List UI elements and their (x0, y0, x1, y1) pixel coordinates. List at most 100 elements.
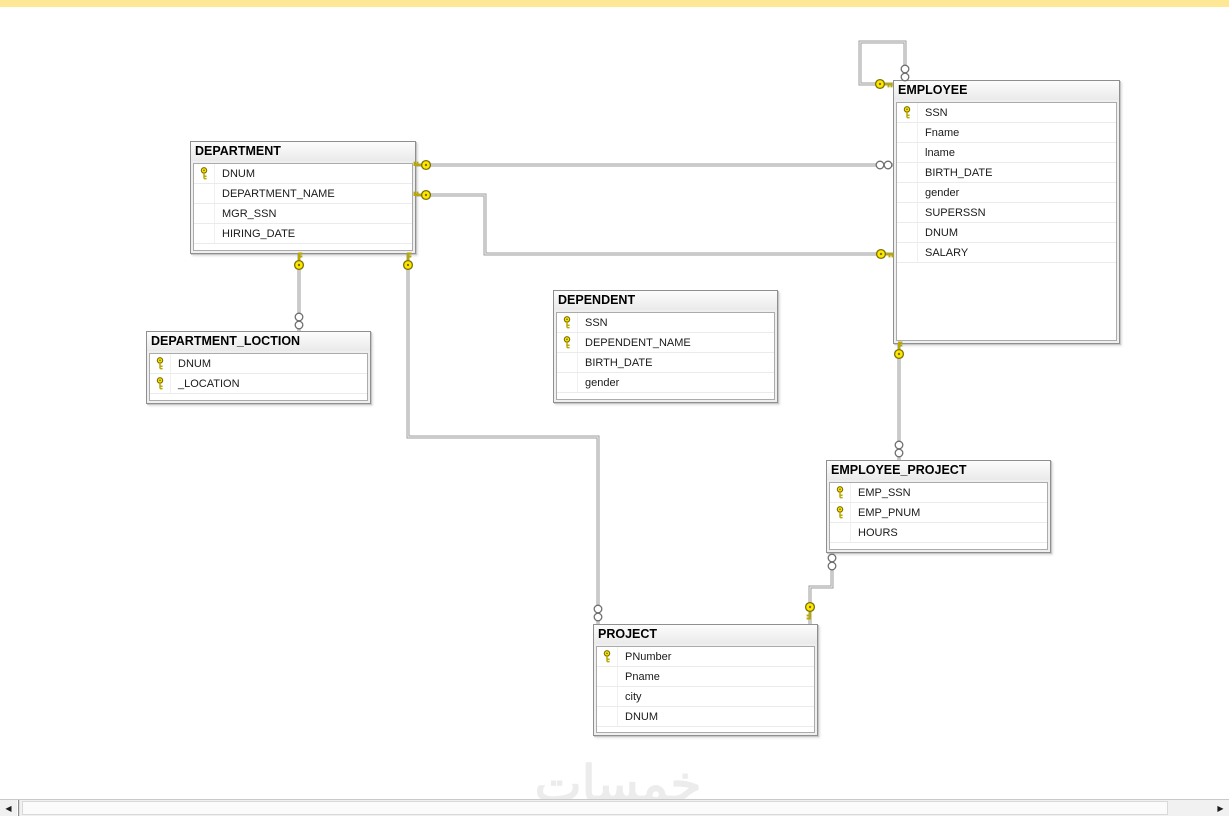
key-cell-empty (897, 183, 918, 202)
relationship-key-icon (413, 159, 432, 171)
column-row[interactable]: SSN (557, 313, 774, 333)
table-employee-project[interactable]: EMPLOYEE_PROJECT EMP_SSN EMP_PNUM HOURS (826, 460, 1051, 553)
key-cell-empty (194, 184, 215, 203)
table-title-department[interactable]: DEPARTMENT (191, 142, 415, 161)
relationship-key-icon (293, 252, 305, 271)
table-title-employee-project[interactable]: EMPLOYEE_PROJECT (827, 461, 1050, 480)
primary-key-cell (557, 313, 578, 332)
column-row[interactable]: Fname (897, 123, 1116, 143)
column-name: EMP_SSN (858, 486, 911, 499)
column-name: Fname (925, 126, 960, 139)
column-row[interactable]: SUPERSSN (897, 203, 1116, 223)
column-row[interactable]: HIRING_DATE (194, 224, 412, 244)
scroll-right-button[interactable]: ▶ (1212, 800, 1229, 816)
column-row[interactable]: lname (897, 143, 1116, 163)
horizontal-scrollbar[interactable]: ◀ ▶ (0, 799, 1229, 816)
column-row[interactable]: SSN (897, 103, 1116, 123)
scrollbar-splitter-handle[interactable] (17, 800, 20, 816)
column-row[interactable]: HOURS (830, 523, 1047, 543)
rel-project-employee-project[interactable] (808, 553, 834, 624)
column-row[interactable]: SALARY (897, 243, 1116, 263)
table-title-employee[interactable]: EMPLOYEE (894, 81, 1119, 100)
relationship-many-icon (900, 64, 910, 82)
column-row[interactable]: DEPARTMENT_NAME (194, 184, 412, 204)
column-name: DNUM (925, 226, 958, 239)
primary-key-cell (150, 354, 171, 373)
column-name: DEPENDENT_NAME (585, 336, 691, 349)
primary-key-icon (200, 167, 207, 180)
column-name: DEPARTMENT_NAME (222, 187, 335, 200)
primary-key-icon (603, 650, 610, 663)
scrollbar-thumb[interactable] (22, 801, 1168, 815)
column-row[interactable]: DNUM (194, 164, 412, 184)
column-row[interactable]: _LOCATION (150, 374, 367, 394)
column-name: SUPERSSN (925, 206, 986, 219)
column-row[interactable]: PNumber (597, 647, 814, 667)
relationship-key-icon (804, 601, 816, 620)
column-name: SSN (585, 316, 608, 329)
key-cell-empty (597, 707, 618, 726)
table-title-department-loction[interactable]: DEPARTMENT_LOCTION (147, 332, 370, 351)
column-row[interactable]: DNUM (150, 354, 367, 374)
column-row[interactable]: DNUM (597, 707, 814, 727)
relationship-key-icon (893, 341, 905, 360)
column-name: HOURS (858, 526, 898, 539)
key-cell-empty (897, 223, 918, 242)
relationship-key-icon (874, 78, 893, 90)
column-row[interactable]: EMP_PNUM (830, 503, 1047, 523)
key-cell-empty (194, 204, 215, 223)
primary-key-cell (194, 164, 215, 183)
key-cell-empty (897, 243, 918, 262)
key-cell-empty (194, 224, 215, 243)
table-title-project[interactable]: PROJECT (594, 625, 817, 644)
key-cell-empty (897, 143, 918, 162)
column-name: DNUM (625, 710, 658, 723)
relationship-many-icon (827, 553, 837, 571)
column-row[interactable]: Pname (597, 667, 814, 687)
table-department-loction[interactable]: DEPARTMENT_LOCTION DNUM _LOCATION (146, 331, 371, 404)
column-name: DNUM (178, 357, 211, 370)
column-name: DNUM (222, 167, 255, 180)
primary-key-cell (830, 483, 851, 502)
column-row[interactable]: BIRTH_DATE (557, 353, 774, 373)
primary-key-cell (830, 503, 851, 522)
column-row[interactable]: EMP_SSN (830, 483, 1047, 503)
column-name: _LOCATION (178, 377, 240, 390)
rel-department-employee-mgr[interactable] (416, 193, 893, 256)
key-cell-empty (897, 163, 918, 182)
column-name: Pname (625, 670, 660, 683)
key-cell-empty (897, 123, 918, 142)
key-cell-empty (830, 523, 851, 542)
primary-key-cell (897, 103, 918, 122)
column-row[interactable]: MGR_SSN (194, 204, 412, 224)
primary-key-icon (156, 357, 163, 370)
primary-key-icon (156, 377, 163, 390)
primary-key-icon (903, 106, 910, 119)
column-row[interactable]: DNUM (897, 223, 1116, 243)
table-columns-employee-project: EMP_SSN EMP_PNUM HOURS (829, 482, 1048, 550)
key-cell-empty (557, 373, 578, 392)
column-row[interactable]: DEPENDENT_NAME (557, 333, 774, 353)
primary-key-icon (563, 316, 570, 329)
column-name: lname (925, 146, 955, 159)
key-cell-empty (897, 203, 918, 222)
column-name: gender (585, 376, 620, 389)
relationship-many-icon (294, 312, 304, 330)
scroll-left-button[interactable]: ◀ (0, 800, 17, 816)
column-name: EMP_PNUM (858, 506, 921, 519)
column-row[interactable]: city (597, 687, 814, 707)
table-title-dependent[interactable]: DEPENDENT (554, 291, 777, 310)
primary-key-cell (597, 647, 618, 666)
rel-employee-self-superssn[interactable] (858, 40, 907, 86)
column-row[interactable]: gender (557, 373, 774, 393)
relationship-many-icon (593, 604, 603, 622)
top-accent-bar (0, 0, 1229, 7)
column-row[interactable]: BIRTH_DATE (897, 163, 1116, 183)
column-row[interactable]: gender (897, 183, 1116, 203)
